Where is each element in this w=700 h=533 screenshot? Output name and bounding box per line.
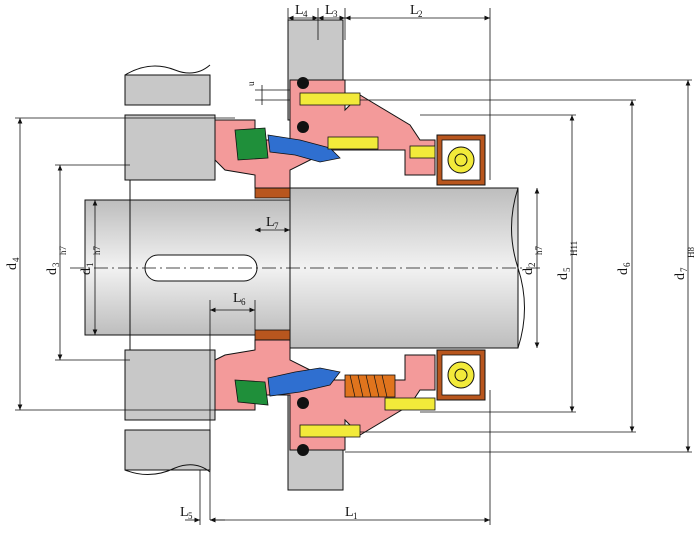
bolt-top-1 <box>299 92 361 106</box>
label-d2: d 2 h7 <box>521 246 544 276</box>
o-ring-bottom-2 <box>297 444 309 456</box>
svg-text:h7: h7 <box>58 246 68 256</box>
o-ring-bottom-1 <box>297 397 309 409</box>
svg-text:d: d <box>5 263 20 270</box>
svg-text:6: 6 <box>622 262 632 267</box>
housing-left <box>124 74 216 471</box>
label-L3: L 3 <box>325 3 338 19</box>
svg-text:2: 2 <box>418 9 423 19</box>
label-d4: d 4 <box>5 257 21 270</box>
svg-text:d: d <box>521 268 536 275</box>
housing-left-break-bottom <box>124 464 211 475</box>
bolt-bottom-2 <box>384 397 436 411</box>
svg-text:h7: h7 <box>534 246 544 256</box>
svg-text:4: 4 <box>303 9 308 19</box>
dimension-lines <box>15 8 692 525</box>
svg-text:6: 6 <box>241 297 246 307</box>
o-ring-top-2 <box>297 121 309 133</box>
svg-text:L: L <box>325 3 334 18</box>
bolt-top-2 <box>327 136 379 150</box>
svg-text:3: 3 <box>51 262 61 267</box>
svg-text:5: 5 <box>562 267 572 272</box>
label-d3: d 3 h7 <box>45 246 68 276</box>
svg-text:7: 7 <box>274 221 279 231</box>
svg-text:d: d <box>45 268 60 275</box>
label-L7: L 7 <box>266 215 279 231</box>
svg-text:7: 7 <box>679 267 689 272</box>
svg-text:d: d <box>616 268 631 275</box>
svg-text:d: d <box>673 273 688 280</box>
housing-left-break-top <box>124 64 211 76</box>
spring-bottom <box>344 374 396 398</box>
setting-clip-top <box>436 134 486 186</box>
svg-text:H11: H11 <box>569 241 579 256</box>
svg-text:1: 1 <box>85 263 95 268</box>
svg-text:h7: h7 <box>92 246 102 256</box>
label-L1: L 1 <box>345 505 358 521</box>
svg-text:1: 1 <box>353 511 358 521</box>
bolt-bottom-1 <box>299 424 361 438</box>
sleeve-bottom <box>254 329 291 341</box>
svg-text:L: L <box>410 3 419 18</box>
label-L6: L 6 <box>233 291 246 307</box>
label-L2: L 2 <box>410 3 423 19</box>
svg-text:d: d <box>79 268 94 275</box>
svg-text:H8: H8 <box>686 247 696 258</box>
spring-coils <box>349 374 388 398</box>
svg-text:3: 3 <box>333 9 338 19</box>
bolt-top-3 <box>409 145 436 159</box>
label-L4: L 4 <box>295 3 308 19</box>
svg-text:L: L <box>233 291 242 306</box>
svg-text:L: L <box>266 215 275 230</box>
label-u: u <box>246 81 256 86</box>
sleeve-top <box>254 187 291 199</box>
svg-text:4: 4 <box>11 257 21 262</box>
svg-text:5: 5 <box>188 511 193 521</box>
shaft-break <box>511 187 525 349</box>
label-d6: d 6 <box>616 262 632 275</box>
svg-text:L: L <box>180 505 189 520</box>
svg-text:L: L <box>345 505 354 520</box>
setting-clip-bottom <box>436 349 486 401</box>
o-ring-top-1 <box>297 77 309 89</box>
label-d7: d 7 H8 <box>673 247 696 280</box>
svg-text:L: L <box>295 3 304 18</box>
rotating-face-top <box>267 134 341 163</box>
stationary-seat-top <box>234 127 269 161</box>
svg-text:u: u <box>246 81 256 86</box>
svg-text:2: 2 <box>527 263 537 268</box>
label-d1: d 1 h7 <box>79 246 102 276</box>
stationary-seat-bottom <box>234 379 269 406</box>
label-d5: d 5 H11 <box>556 241 579 280</box>
label-L5: L 5 <box>180 505 193 521</box>
svg-text:d: d <box>556 273 571 280</box>
rotating-face-bottom <box>267 367 341 397</box>
